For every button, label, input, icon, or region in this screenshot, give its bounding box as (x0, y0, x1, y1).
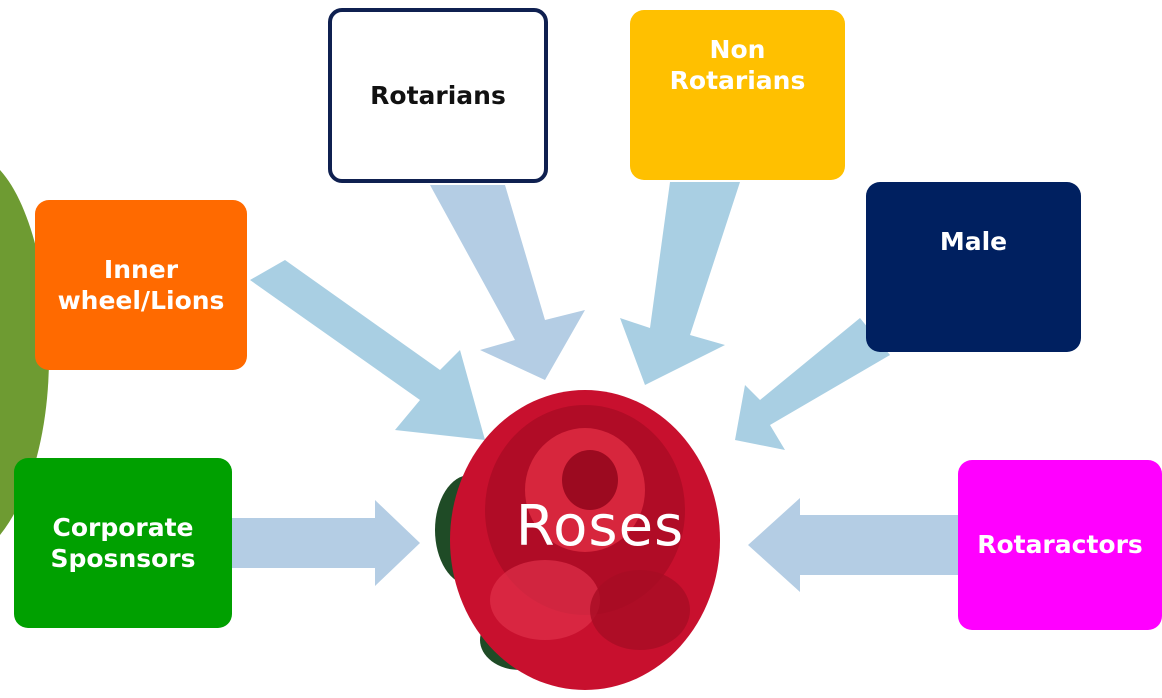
label-male: Male (939, 227, 1008, 257)
label-corporate-sponsors: Corporate Sposnsors (50, 512, 196, 573)
arrow-inner-wheel (250, 260, 485, 440)
box-corporate-sponsors: Corporate Sposnsors (14, 458, 232, 628)
arrow-rotaractors (748, 498, 958, 592)
arrow-rotarians (430, 185, 585, 380)
arrow-corporate (232, 500, 420, 586)
label-rotarians: Rotarians (370, 80, 506, 110)
box-rotarians: Rotarians (328, 8, 548, 183)
box-inner-wheel-lions: Inner wheel/Lions (35, 200, 247, 370)
center-label: Roses (515, 494, 685, 559)
arrow-non-rotarians (620, 182, 740, 385)
label-non-rotarians: Non Rotarians (669, 34, 806, 95)
box-male: Male (866, 182, 1081, 352)
arrow-male (735, 318, 890, 450)
label-rotaractors: Rotaractors (977, 530, 1143, 560)
box-rotaractors: Rotaractors (958, 460, 1162, 630)
label-inner-wheel-lions: Inner wheel/Lions (57, 254, 225, 315)
rose-image (435, 390, 720, 690)
box-non-rotarians: Non Rotarians (630, 10, 845, 180)
